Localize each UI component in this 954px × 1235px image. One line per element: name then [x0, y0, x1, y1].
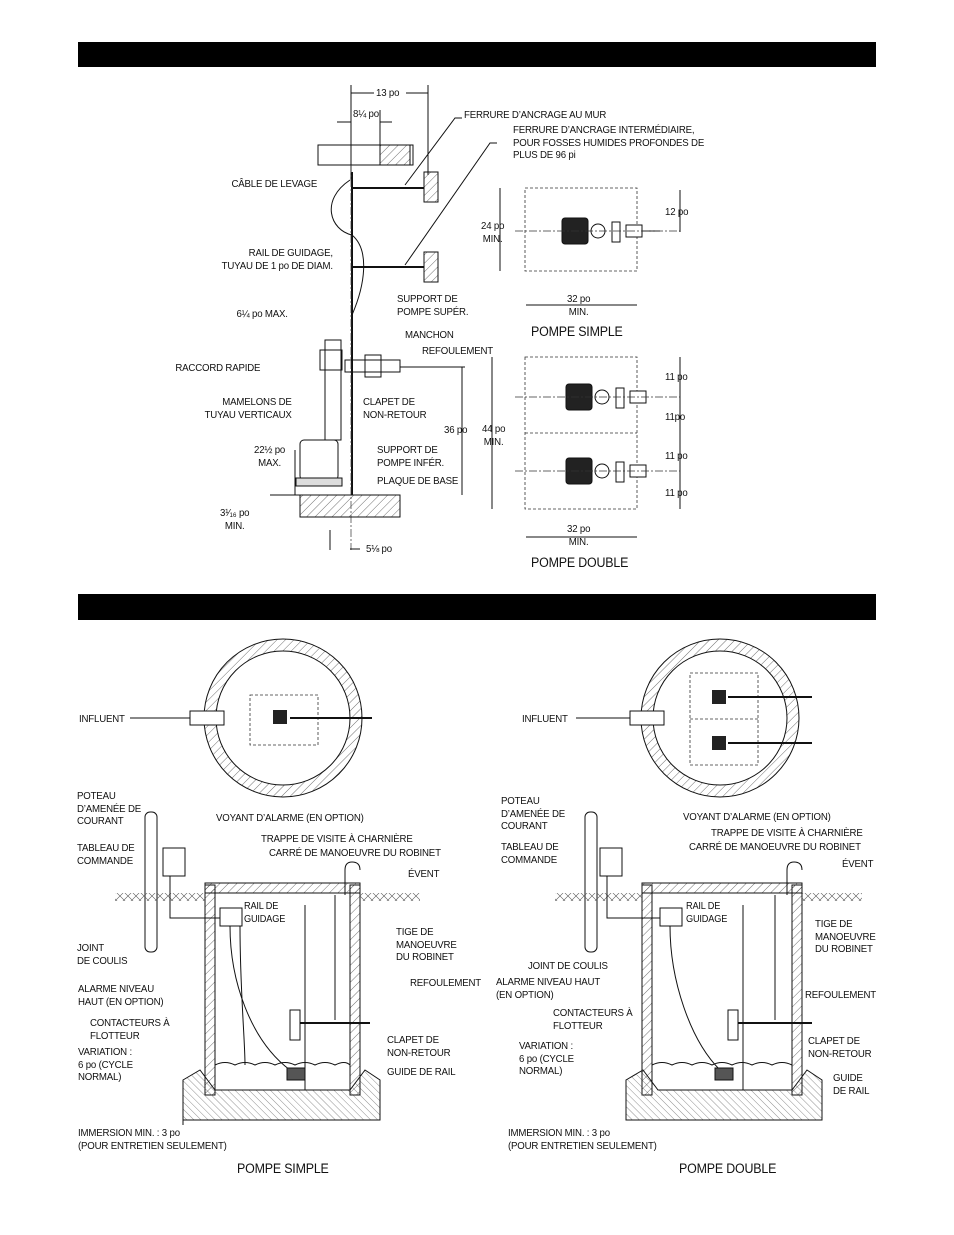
dim-22-5-po-max: 22½ po MAX. [254, 444, 286, 469]
label-tige-double: TIGE DE MANOEUVRE DU ROBINET [815, 918, 876, 955]
label-variation-simple: VARIATION : 6 po (CYCLE NORMAL) [78, 1046, 133, 1083]
label-trappe-simple: TRAPPE DE VISITE À CHARNIÈRE [261, 833, 413, 845]
label-trappe-double: TRAPPE DE VISITE À CHARNIÈRE [711, 827, 863, 839]
elevation-view [270, 85, 497, 550]
label-mamelons: MAMELONS DE TUYAU VERTICAUX [204, 396, 292, 421]
label-event-simple: ÉVENT [408, 868, 440, 880]
label-rail-guidage: RAIL DE GUIDAGE, TUYAU DE 1 po DE DIAM. [221, 247, 333, 272]
label-contacteurs-simple: CONTACTEURS À FLOTTEUR [90, 1017, 170, 1042]
dim-12-po: 12 po [665, 206, 689, 218]
label-support-inferieur: SUPPORT DE POMPE INFÉR. [377, 444, 445, 469]
label-voyant-double: VOYANT D’ALARME (EN OPTION) [683, 811, 831, 823]
label-influent-double: INFLUENT [522, 713, 568, 725]
plan-simple [499, 187, 681, 306]
dim-8-25-po: 8¼ po [353, 108, 379, 120]
label-ferrure-mur: FERRURE D’ANCRAGE AU MUR [464, 109, 607, 121]
label-carre-simple: CARRÉ DE MANOEUVRE DU ROBINET [269, 847, 441, 859]
label-ferrure-intermediaire: FERRURE D’ANCRAGE INTERMÉDIAIRE, POUR FO… [513, 124, 705, 161]
label-support-superieur: SUPPORT DE POMPE SUPÉR. [397, 293, 469, 318]
label-clapet-simple: CLAPET DE NON-RETOUR [387, 1034, 451, 1059]
label-raccord-rapide: RACCORD RAPIDE [175, 362, 260, 374]
dim-36-po: 36 po [444, 424, 468, 436]
label-refoulement-simple: REFOULEMENT [410, 977, 481, 989]
label-alarme-double: ALARME NIVEAU HAUT (EN OPTION) [496, 976, 601, 1001]
label-clapet: CLAPET DE NON-RETOUR [363, 396, 427, 421]
label-immersion-simple: IMMERSION MIN. : 3 po (POUR ENTRETIEN SE… [78, 1127, 227, 1152]
dim-13-po: 13 po [376, 87, 400, 99]
label-contacteurs-double: CONTACTEURS À FLOTTEUR [553, 1007, 633, 1032]
label-rail-double: RAIL DE GUIDAGE [686, 901, 728, 925]
label-alarme-simple: ALARME NIVEAU HAUT (EN OPTION) [78, 983, 164, 1008]
label-event-double: ÉVENT [842, 858, 874, 870]
dim-24-po-min: 24 po MIN. [481, 220, 505, 245]
label-cable-levage: CÂBLE DE LEVAGE [231, 178, 317, 190]
label-guide-double: GUIDE DE RAIL [833, 1072, 870, 1097]
label-tableau-double: TABLEAU DE COMMANDE [501, 841, 559, 866]
label-refoulement: REFOULEMENT [422, 345, 493, 357]
label-voyant-simple: VOYANT D’ALARME (EN OPTION) [216, 812, 364, 824]
label-guide-simple: GUIDE DE RAIL [387, 1066, 456, 1078]
label-joint-double: JOINT DE COULIS [528, 960, 608, 972]
label-clapet-double: CLAPET DE NON-RETOUR [808, 1035, 872, 1060]
label-rail-simple: RAIL DE GUIDAGE [244, 901, 286, 925]
label-plaque-base: PLAQUE DE BASE [377, 475, 459, 487]
label-carre-double: CARRÉ DE MANOEUVRE DU ROBINET [689, 841, 861, 853]
label-poteau-simple: POTEAU D’AMENÉE DE COURANT [77, 790, 141, 827]
dim-32-po-min-simple: 32 po MIN. [567, 293, 591, 318]
dim-6-25-po-max: 6¼ po MAX. [236, 308, 289, 320]
dim-44-po-min: 44 po MIN. [482, 423, 506, 448]
label-joint-simple: JOINT DE COULIS [77, 942, 128, 967]
label-variation-double: VARIATION : 6 po (CYCLE NORMAL) [519, 1040, 574, 1077]
dim-3-1-16-po-min: 3¹⁄₁₆ po MIN. [220, 507, 250, 532]
dim-11-po-a: 11 po [665, 371, 688, 383]
wet-well-simple [115, 638, 420, 1125]
section-header-bar-installation [78, 42, 876, 67]
dim-11-po-c: 11 po [665, 450, 688, 462]
dim-11-po-d: 11 po [665, 487, 688, 499]
label-tige-simple: TIGE DE MANOEUVRE DU ROBINET [396, 926, 457, 963]
caption-pompe-double: POMPE DOUBLE [679, 1161, 777, 1176]
wet-well-double [555, 638, 862, 1121]
label-immersion-double: IMMERSION MIN. : 3 po (POUR ENTRETIEN SE… [508, 1127, 657, 1152]
label-influent-simple: INFLUENT [79, 713, 125, 725]
caption-pompe-simple: POMPE SIMPLE [237, 1161, 329, 1176]
label-poteau-double: POTEAU D’AMENÉE DE COURANT [501, 795, 565, 832]
dim-32-po-min-double: 32 po MIN. [567, 523, 591, 548]
plan-double [491, 356, 681, 538]
section-header-bar-typical-installation [78, 594, 876, 620]
label-tableau-simple: TABLEAU DE COMMANDE [77, 842, 135, 867]
caption-pompe-double-plan: POMPE DOUBLE [531, 555, 629, 570]
label-manchon: MANCHON [405, 329, 454, 341]
dim-11-po-b: 11po [665, 411, 686, 423]
label-refoulement-double: REFOULEMENT [805, 989, 876, 1001]
dim-5-125-po: 5⅛ po [366, 543, 392, 555]
caption-pompe-simple-plan: POMPE SIMPLE [531, 324, 623, 339]
